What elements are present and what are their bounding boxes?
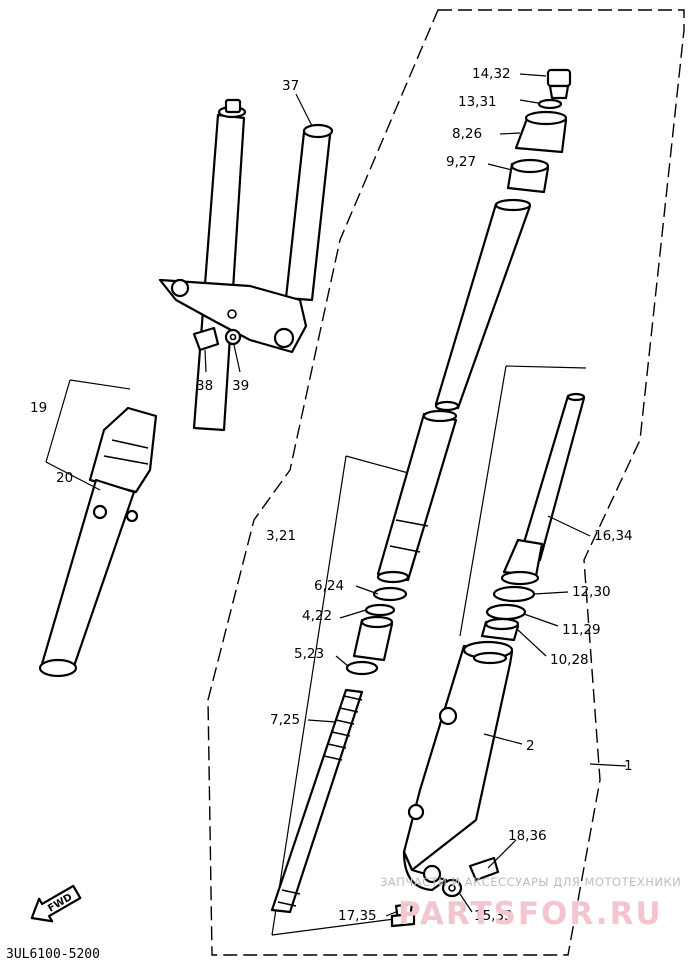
- label-18-36: 18,36: [508, 828, 547, 844]
- label-16-34: 16,34: [594, 528, 633, 544]
- watermark-brand: PARTSFOR.RU: [398, 896, 663, 932]
- leader-bracket-bottom: [271, 917, 403, 936]
- leader-bracket-vertical: [271, 455, 347, 936]
- fwd-arrow-shape: [30, 884, 82, 923]
- label-19: 19: [30, 400, 47, 416]
- label-13-31: 13,31: [458, 94, 497, 110]
- part-number-labels: 37 14,32 13,31 8,26 9,27 19 20 38 39 3,2…: [30, 66, 633, 924]
- label-17-35: 17,35: [338, 908, 377, 924]
- watermark-caption: ЗАПЧАСТИ И АКСЕССУАРЫ ДЛЯ МОТОТЕХНИКИ: [380, 875, 681, 889]
- leader-19-20-vertical: [45, 379, 71, 463]
- diagram-code: 3UL6100-5200: [6, 947, 100, 962]
- label-1: 1: [624, 758, 633, 774]
- label-9-27: 9,27: [446, 154, 476, 170]
- label-10-28: 10,28: [550, 652, 589, 668]
- label-15-33: 15,33: [474, 908, 513, 924]
- leader-37: [295, 93, 313, 127]
- leader-19-20-bottom: [45, 461, 101, 491]
- label-20: 20: [56, 470, 73, 486]
- label-39: 39: [232, 378, 249, 394]
- leader-inner-right: [505, 365, 587, 369]
- label-3-21: 3,21: [266, 528, 296, 544]
- fwd-arrow: FWD: [30, 884, 82, 923]
- leader-19-20-top: [69, 379, 131, 390]
- label-12-30: 12,30: [572, 584, 611, 600]
- label-37: 37: [282, 78, 299, 94]
- label-6-24: 6,24: [314, 578, 344, 594]
- leader-39: [233, 344, 241, 373]
- label-8-26: 8,26: [452, 126, 482, 142]
- label-2: 2: [526, 738, 535, 754]
- label-5-23: 5,23: [294, 646, 324, 662]
- leader-38: [204, 349, 207, 373]
- part-leaders: [307, 73, 627, 917]
- label-38: 38: [196, 378, 213, 394]
- label-4-22: 4,22: [302, 608, 332, 624]
- leader-inner-right-down: [459, 365, 507, 637]
- label-14-32: 14,32: [472, 66, 511, 82]
- label-7-25: 7,25: [270, 712, 300, 728]
- leader-3-21-bracket: [345, 455, 413, 475]
- exploded-parts: [270, 68, 586, 928]
- label-11-29: 11,29: [562, 622, 601, 638]
- assembly-boundary-dashed: [207, 9, 685, 956]
- left-fork-assembly: [38, 98, 334, 678]
